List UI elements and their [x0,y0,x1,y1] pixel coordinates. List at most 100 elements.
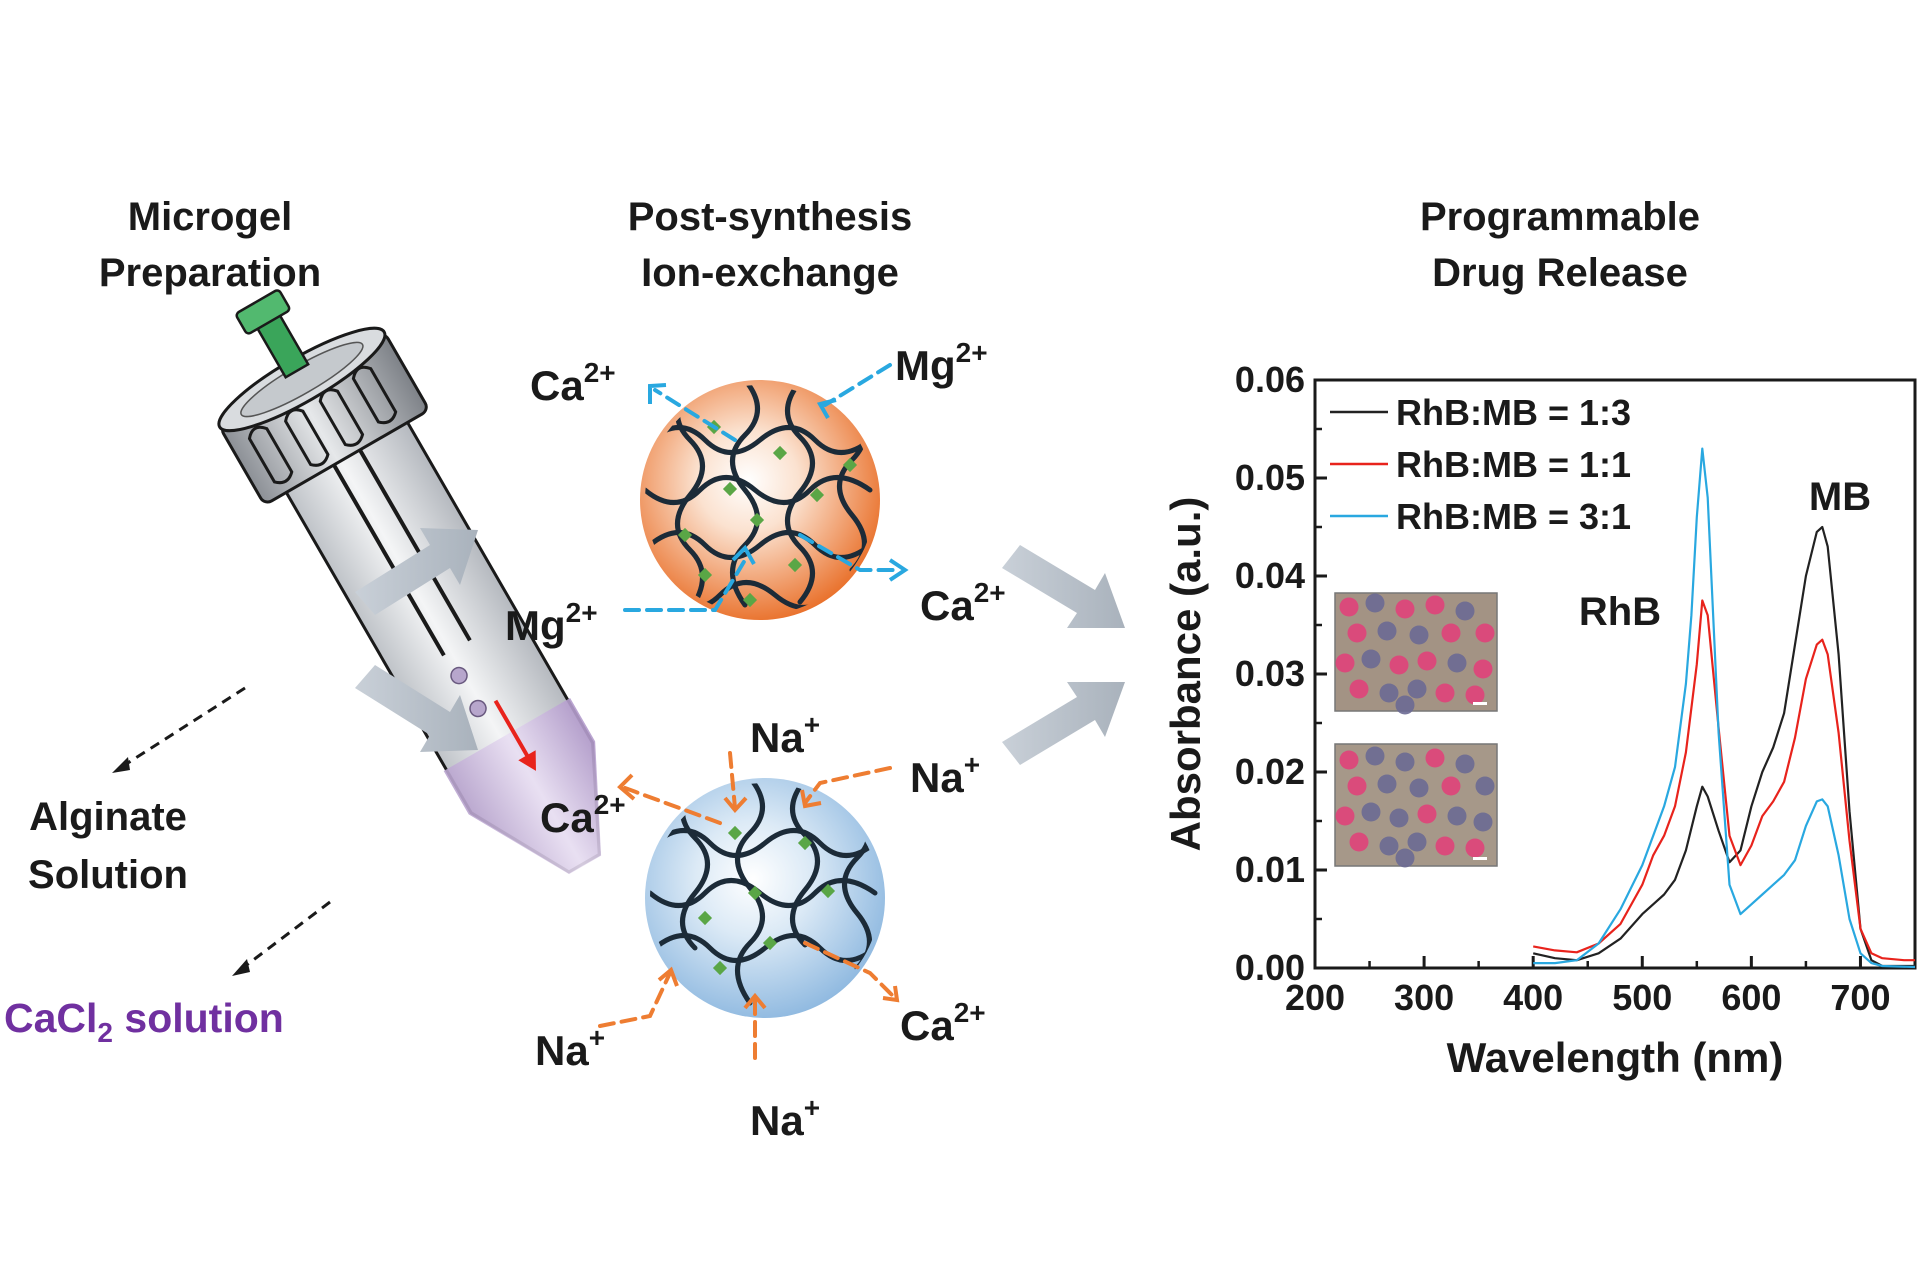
y-tick-label: 0.02 [1235,751,1305,792]
particle [1441,776,1461,796]
cap-grip [247,425,294,485]
falling-arrow [493,699,533,763]
mg-ion-arrowheads [648,383,909,582]
ion-label-na: Na+ [910,749,980,801]
ion-label-na: Na+ [535,1022,605,1074]
y-tick-label: 0.06 [1235,359,1305,400]
x-axis-label: Wavelength (nm) [1447,1034,1784,1081]
legend-label: RhB:MB = 1:3 [1396,392,1631,433]
particle [1475,776,1495,796]
particle [1455,601,1475,621]
na-in-arrow [803,766,892,805]
ion-label-ca: Ca2+ [900,997,986,1049]
ion-label-ca: Ca2+ [920,577,1006,629]
droplet [450,666,468,685]
particle [1339,750,1359,770]
na-in-arrow [598,971,672,1028]
preparation-title-line2: Preparation [99,251,321,295]
ion-label-na: Na+ [750,1092,820,1144]
cacl2-pointer [239,900,331,972]
particle [1379,836,1399,856]
crosslinks [697,825,836,976]
particle [1389,655,1409,675]
preparation-title-line1: Microgel [128,195,292,239]
ca-out-arrow-bottom [798,533,902,572]
particle [1395,848,1415,868]
particle [1361,802,1381,822]
mg-in-arrow-bottom [623,558,747,612]
mg-in-arrow-top [823,363,892,407]
alginate-pointer [119,686,246,770]
particle [1409,778,1429,798]
spectra-lines [1532,447,1916,969]
ion-label-ca: Ca2+ [540,789,626,841]
particle [1407,679,1427,699]
inset-bottom-particles [1335,746,1495,868]
y-tick-label: 0.03 [1235,653,1305,694]
centrifuge-tube-illustration [112,289,602,976]
cacl2-liquid [443,698,602,875]
x-tick-label: 700 [1830,977,1890,1018]
particle [1447,806,1467,826]
x-tick-label: 300 [1394,977,1454,1018]
annotation-mb: MB [1809,475,1871,519]
needle-line [327,455,446,657]
legend-label: RhB:MB = 1:1 [1396,444,1631,485]
ca-out-arrow [803,941,897,1000]
particle [1349,679,1369,699]
y-tick-label: 0.01 [1235,849,1305,890]
particle [1473,812,1493,832]
particle [1447,653,1467,673]
particle [1395,752,1415,772]
y-axis-label: Absorbance (a.u.) [1162,497,1209,852]
y-tick-label: 0.00 [1235,947,1305,988]
particle [1377,621,1397,641]
release-title-line1: Programmable [1420,195,1700,239]
ion-label-ca: Ca2+ [530,357,616,409]
cap-grip [284,408,330,467]
x-tick-label: 500 [1612,977,1672,1018]
particle [1409,625,1429,645]
y-tick-label: 0.04 [1235,555,1305,596]
ion-label-mg: Mg2+ [505,597,598,649]
particle [1361,649,1381,669]
particle [1407,832,1427,852]
particle [1465,685,1485,705]
arrow-na-to-release [1002,682,1125,765]
na-ion-arrows [598,751,897,1060]
na-exchanged-microgel [598,751,900,1060]
mg-ion-arrows [623,363,902,612]
arrow-to-na-exchange [355,665,478,752]
alginate-pointer-head [112,757,130,773]
na-in-arrow [728,751,737,810]
particle [1377,774,1397,794]
alginate-label-line1: Alginate [29,795,187,839]
particle [1347,623,1367,643]
ca-out-arrow [623,786,722,825]
particle [1339,597,1359,617]
inset-top-particles [1335,593,1495,715]
scale-bar [1473,857,1487,860]
arrow-mg-to-release [1002,545,1125,628]
falling-arrow-head [518,750,536,771]
process-arrows [355,528,1125,765]
particle [1347,776,1367,796]
x-tick-label: 600 [1721,977,1781,1018]
cap-grip [351,365,398,425]
particle [1425,748,1445,768]
particle [1379,683,1399,703]
cap-grip [318,388,365,447]
particle [1455,754,1475,774]
particle [1441,623,1461,643]
ca-out-arrow-top [653,388,737,442]
arrow-to-mg-exchange [355,528,478,615]
particle [1465,838,1485,858]
particle [1435,683,1455,703]
particle [1335,806,1355,826]
legend-label: RhB:MB = 3:1 [1396,496,1631,537]
x-tick-label: 400 [1503,977,1563,1018]
